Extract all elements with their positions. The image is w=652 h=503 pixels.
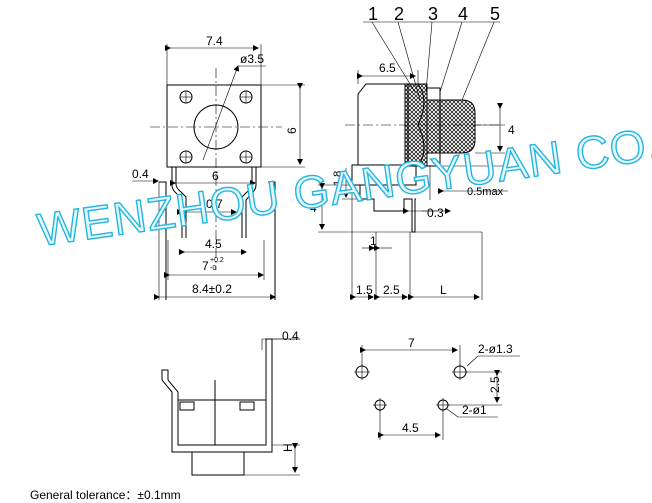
dim-x-pitch: 7: [408, 336, 415, 350]
dim-height: 6: [285, 127, 299, 134]
dim-hole-dia: ø3.5: [240, 52, 264, 66]
part-number-3: 3: [428, 4, 438, 24]
dim-pin-length-var: L: [440, 283, 447, 297]
part-number-2: 2: [394, 4, 404, 24]
actuator-hatched: [426, 99, 476, 154]
switch-body-outline: [166, 84, 262, 168]
dim-tol-plus: +0.2: [210, 257, 224, 264]
dim-pin-thickness-side: 0.3: [427, 206, 444, 220]
part-number-4: 4: [458, 4, 468, 24]
dim-small-hole: 2-ø1: [462, 403, 487, 417]
dim-pin-offset: 0.7: [206, 197, 223, 211]
dim-actuator-travel: 0.5max: [467, 186, 504, 198]
front-view: 0.4 H: [161, 329, 300, 476]
part-number-5: 5: [490, 4, 500, 24]
part-number-1: 1: [368, 4, 378, 24]
dim-y-pitch: 2.5: [488, 376, 502, 393]
company-watermark: WENZHOU GANGYUAN CO.,LTD: [34, 103, 652, 256]
dim-pin-span: 6: [212, 169, 219, 183]
dim-small-pitch: 4.5: [402, 421, 419, 435]
dim-pin-width: 1.8: [332, 171, 344, 186]
dim-front-thickness: 0.4: [282, 329, 299, 343]
pcb-layout: 7 2-ø1.3 2.5 2-ø1 4.5: [354, 336, 520, 440]
dim-overall: 8.4±0.2: [192, 282, 232, 296]
dim-pin-length: 1: [370, 234, 377, 248]
dim-pin-pos-2: 2.5: [383, 283, 400, 297]
dim-body-height: 4: [310, 201, 317, 215]
dim-large-hole: 2-ø1.3: [478, 342, 513, 356]
side-view: 1 2 3 4 5: [310, 4, 515, 300]
dim-width: 7.4: [206, 34, 223, 48]
front-actuator: [191, 452, 245, 476]
top-view: 7.4 ø3.5 6 0.4 6 0.7 4.5 7 +0.2 -0 8.4±0…: [132, 34, 305, 300]
dim-front-height: H: [281, 443, 295, 452]
dim-tol-minus: -0: [210, 265, 216, 272]
dim-pin-thickness: 0.4: [132, 167, 149, 181]
dim-pin-pos-1: 1.5: [356, 283, 373, 297]
dim-pin-pitch: 4.5: [205, 237, 222, 251]
front-frame: [161, 338, 273, 453]
dim-body-length: 6.5: [379, 61, 396, 75]
tolerance-note: General tolerance：±0.1mm: [30, 488, 181, 502]
dim-overall-base: 7: [202, 259, 209, 273]
dim-actuator-dia: 4: [508, 123, 515, 137]
